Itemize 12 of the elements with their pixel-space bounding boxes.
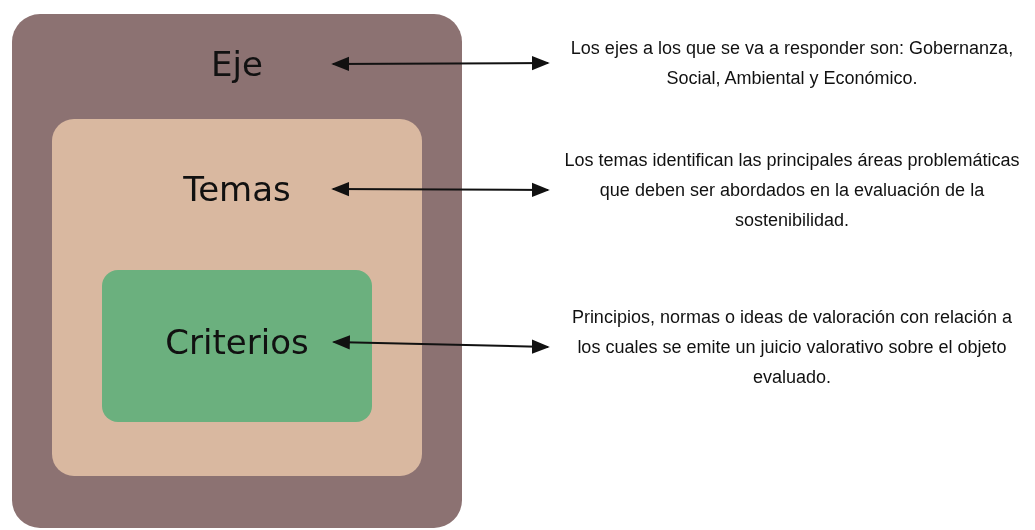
box-title: Temas xyxy=(183,169,291,209)
outer-box xyxy=(12,14,462,528)
double-arrow xyxy=(331,55,550,72)
inner-box xyxy=(52,119,422,476)
description-text: Principios, normas o ideas de valoración con relación a los cuales se emite un juicio valorativo sobre el objeto evaluado. xyxy=(562,302,1022,392)
double-arrow xyxy=(331,335,550,354)
box-title: Eje xyxy=(211,44,263,84)
description-text: Los temas identifican las principales áreas problemáticas que deben ser abordados en la evaluación de la sostenibilidad. xyxy=(562,145,1022,235)
core-box xyxy=(102,270,372,422)
description-text: Los ejes a los que se va a responder son: Gobernanza, Social, Ambiental y Económico. xyxy=(562,33,1022,93)
double-arrow xyxy=(331,181,550,198)
box-title: Criterios xyxy=(165,322,309,362)
